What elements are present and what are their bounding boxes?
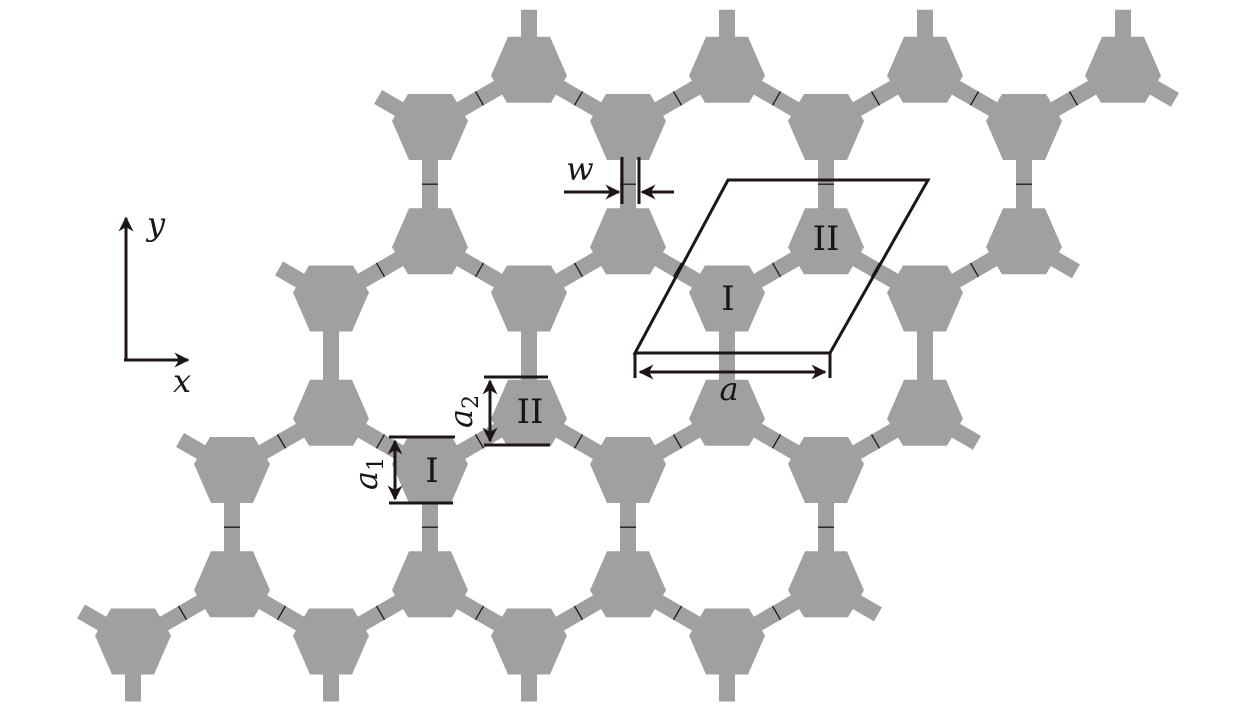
axis-x-label: x — [173, 362, 191, 400]
bond-junction-mark — [573, 91, 584, 106]
site-ii-node — [194, 551, 270, 618]
bond-junction-mark — [672, 262, 683, 278]
site-ii-node — [293, 379, 369, 446]
site-i-node — [491, 265, 567, 332]
bond-junction-mark — [375, 262, 386, 278]
bond-junction-mark — [771, 262, 782, 278]
width-dimension — [564, 157, 674, 204]
bond-junction-mark — [474, 262, 485, 278]
bond-junction-mark — [276, 605, 287, 621]
bond-junction-mark — [672, 434, 683, 449]
bond-junction-mark — [672, 91, 683, 106]
site-i-node — [293, 608, 369, 675]
site-ii-node — [788, 208, 864, 275]
site-ii-node — [986, 208, 1062, 275]
site-ii-node — [1085, 36, 1161, 103]
bond-junction-mark — [474, 605, 485, 621]
bond-junction-mark — [969, 262, 980, 278]
site-i-node — [194, 437, 270, 503]
site-ii-node — [689, 379, 765, 446]
site-ii-label: II — [517, 392, 544, 432]
site-i-node — [392, 437, 468, 503]
axis-y-label: y — [145, 205, 166, 243]
bond-junction-mark — [573, 262, 584, 278]
width-label: w — [566, 150, 593, 188]
nodes-layer — [95, 36, 1161, 675]
site-ii-node — [590, 208, 666, 275]
site-i-node — [986, 94, 1062, 160]
site-i-node — [788, 94, 864, 160]
site-ii-node — [392, 551, 468, 618]
site-i-node — [689, 265, 765, 332]
bond-junction-mark — [573, 434, 584, 449]
site-ii-node — [887, 379, 963, 446]
bond-junction-mark — [177, 605, 188, 621]
site-ii-node — [887, 36, 963, 103]
site-ii-node — [788, 551, 864, 618]
bond-junction-mark — [870, 434, 881, 449]
lattice-constant-label: a — [719, 370, 738, 408]
site-i-label: I — [425, 451, 438, 491]
bond-junction-mark — [573, 605, 584, 621]
a1-dimension — [387, 435, 455, 505]
site-i-node — [788, 437, 864, 503]
site-i-node — [392, 94, 468, 160]
site-ii-node — [491, 379, 567, 446]
bond-junction-mark — [375, 434, 386, 449]
bond-junction-mark — [474, 91, 485, 106]
site-i-node — [689, 608, 765, 675]
unit-cell — [632, 178, 931, 355]
bond-junction-mark — [276, 434, 287, 449]
site-ii-node — [689, 36, 765, 103]
site-ii-node — [491, 36, 567, 103]
bond-junction-mark — [771, 605, 782, 621]
cell-site-i-label: I — [721, 279, 734, 319]
bond-junction-mark — [771, 434, 782, 449]
a2-dimension — [482, 375, 550, 447]
bond-junction-mark — [672, 605, 683, 621]
site-i-node — [293, 265, 369, 332]
site-i-node — [887, 265, 963, 332]
a1-label: a1 — [347, 457, 389, 490]
site-i-node — [95, 608, 171, 675]
cell-site-ii-label: II — [813, 219, 840, 259]
bond-junction-mark — [1068, 91, 1079, 106]
lattice-constant-dimension — [633, 353, 832, 380]
bond-junction-mark — [870, 91, 881, 106]
site-ii-node — [590, 551, 666, 618]
bond-junction-mark — [375, 605, 386, 621]
unit-cell-parallelogram — [632, 178, 931, 355]
coordinate-axes — [118, 216, 190, 368]
bond-junction-mark — [771, 91, 782, 106]
bond-junction-mark — [969, 91, 980, 106]
site-ii-node — [392, 208, 468, 275]
site-i-node — [590, 94, 666, 160]
bond-junction-mark — [474, 434, 485, 449]
a2-label: a2 — [442, 395, 484, 428]
site-i-node — [590, 437, 666, 503]
site-i-node — [491, 608, 567, 675]
